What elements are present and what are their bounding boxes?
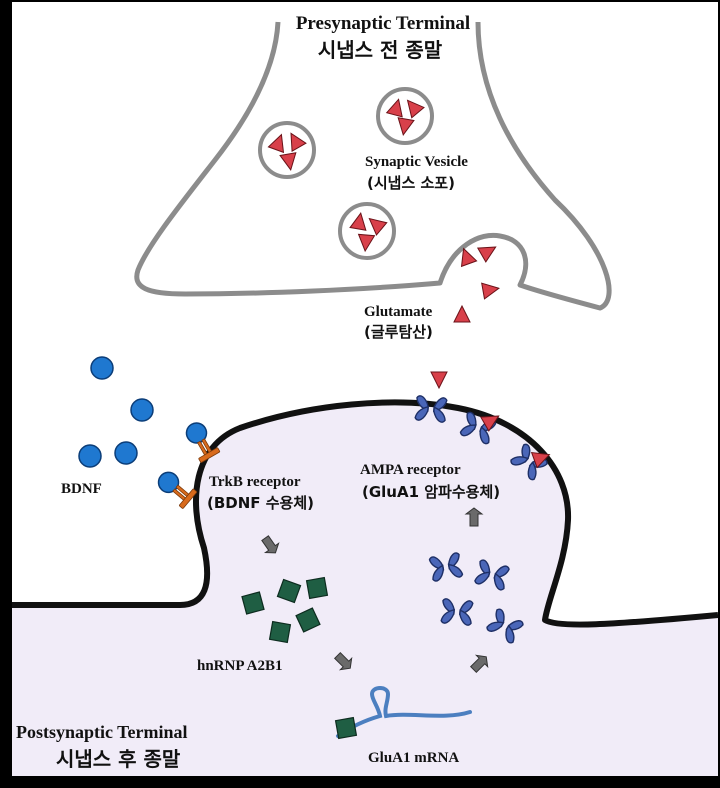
presynaptic-title-ko: 시냅스 전 종말 xyxy=(318,38,443,62)
trkb-label: TrkB receptor xyxy=(209,474,301,490)
postsynaptic-terminal xyxy=(12,402,718,776)
hnrnp-label: hnRNP A2B1 xyxy=(197,658,282,674)
vesicle-label-ko: (시냅스 소포) xyxy=(367,174,455,192)
presynaptic-membrane xyxy=(134,21,612,311)
bdnf-label: BDNF xyxy=(61,481,102,497)
bdnf-molecule xyxy=(78,356,154,468)
postsynaptic-membrane xyxy=(12,399,719,628)
presynaptic-title: Presynaptic Terminal xyxy=(296,13,470,34)
hnrnp-a2b1-protein xyxy=(241,576,329,644)
synaptic-vesicle xyxy=(338,202,396,260)
glua1-mrna xyxy=(334,686,472,740)
trkb-label-ko: (BDNF 수용체) xyxy=(207,494,314,512)
synaptic-vesicle xyxy=(376,87,434,145)
ampa-label-ko: (GluA1 암파수용체) xyxy=(362,483,500,501)
vesicle-label: Synaptic Vesicle xyxy=(365,154,468,170)
glutamate-label: Glutamate xyxy=(364,304,433,320)
postsynaptic-title-ko: 시냅스 후 종말 xyxy=(56,747,181,771)
synaptic-vesicle xyxy=(258,121,316,179)
ampa-label: AMPA receptor xyxy=(360,462,461,478)
postsynaptic-title: Postsynaptic Terminal xyxy=(16,722,188,742)
process-arrow xyxy=(261,507,489,674)
mrna-label: GluA1 mRNA xyxy=(368,750,459,766)
glutamate-label-ko: (글루탐산) xyxy=(364,323,433,341)
